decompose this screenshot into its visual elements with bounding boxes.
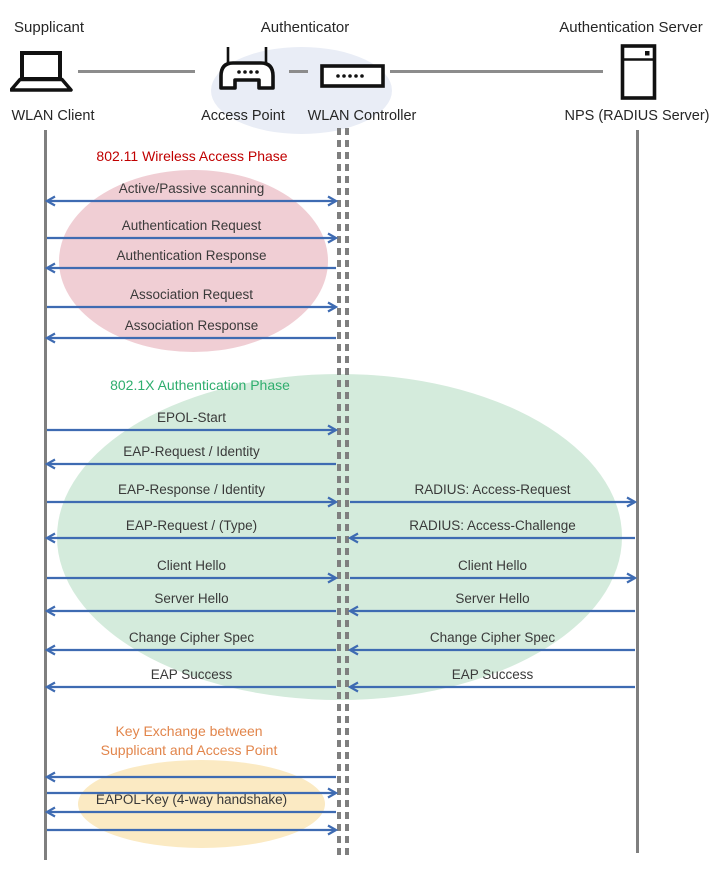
role-label-authentication-server: Authentication Server [559, 19, 703, 36]
message-label: Authentication Response [116, 248, 267, 263]
message-label: EAP Success [451, 667, 534, 682]
message-label: EPOL-Start [156, 410, 227, 425]
lifeline-authenticator-right [345, 128, 349, 855]
node-label-wlan-controller: WLAN Controller [307, 108, 417, 124]
phase-ellipse-key-exchange [78, 760, 325, 848]
lifeline-radius-server [636, 130, 639, 853]
connector-line [390, 70, 603, 73]
node-label-nps-radius-server: NPS (RADIUS Server) [564, 108, 710, 124]
message-label: EAP Success [150, 667, 233, 682]
message-label: Change Cipher Spec [128, 630, 255, 645]
message-label: EAP-Request / Identity [123, 444, 260, 459]
role-label-authenticator: Authenticator [260, 19, 350, 36]
message-label: Server Hello [455, 591, 530, 606]
lifeline-wlan-client [44, 130, 47, 860]
connector-line [289, 70, 308, 73]
role-label-supplicant: Supplicant [14, 19, 85, 36]
message-label: EAP-Response / Identity [117, 482, 266, 497]
wlan-controller-icon [320, 64, 385, 88]
connector-line [78, 70, 195, 73]
message-label: Association Response [124, 318, 259, 333]
message-label: Server Hello [154, 591, 229, 606]
phase-title-8021x-auth: 802.1X Authentication Phase [110, 377, 290, 393]
message-label: Client Hello [156, 558, 227, 573]
message-label: RADIUS: Access-Request [414, 482, 571, 497]
node-label-wlan-client: WLAN Client [11, 108, 95, 124]
message-label: Authentication Request [121, 218, 262, 233]
server-icon [620, 44, 657, 100]
message-label: Change Cipher Spec [429, 630, 556, 645]
message-label: Association Request [129, 287, 254, 302]
message-label: EAP-Request / (Type) [125, 518, 258, 533]
message-label: EAPOL-Key (4-way handshake) [95, 792, 288, 807]
access-point-icon [219, 47, 275, 90]
node-label-access-point: Access Point [201, 108, 285, 124]
phase-title-key-exchange: Key Exchange between Supplicant and Acce… [100, 723, 278, 758]
lifeline-authenticator-left [337, 128, 341, 855]
message-label: Client Hello [457, 558, 528, 573]
message-label: Active/Passive scanning [118, 181, 265, 196]
laptop-icon [10, 51, 73, 92]
phase-title-80211-wireless: 802.11 Wireless Access Phase [96, 148, 288, 164]
message-label: RADIUS: Access-Challenge [409, 518, 576, 533]
